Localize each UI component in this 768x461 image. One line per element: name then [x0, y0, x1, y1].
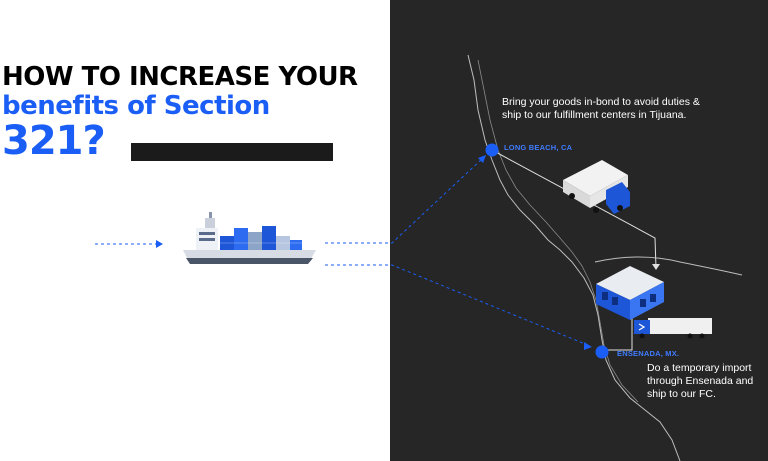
cargo-ship-icon	[183, 212, 316, 264]
long-beach-label: LONG BEACH, CA	[504, 143, 573, 152]
long-beach-pin-icon	[485, 143, 499, 157]
long-beach-description: Bring your goods in-bond to avoid duties…	[502, 96, 700, 121]
ensenada-description: Do a temporary import through Ensenada a…	[647, 362, 754, 400]
dashed-route-long-beach	[325, 157, 484, 244]
headline: HOW TO INCREASE YOUR benefits of Section…	[2, 64, 358, 161]
redaction-bar	[131, 143, 333, 161]
headline-line-3: 321?	[2, 118, 106, 164]
truck-icon-2	[634, 318, 712, 339]
route-ensenada-to-fc	[608, 312, 633, 351]
warehouse-icon	[596, 266, 664, 320]
ensenada-label: ENSENADA, MX.	[617, 349, 680, 358]
dashed-route-ensenada	[325, 264, 591, 347]
route-long-beach-to-fc	[491, 149, 657, 269]
map-panel	[390, 0, 768, 461]
headline-line-1: HOW TO INCREASE YOUR	[2, 62, 358, 92]
border-line	[594, 256, 743, 276]
left-panel	[0, 0, 390, 461]
headline-line-2: benefits of Section	[2, 91, 270, 121]
truck-icon	[563, 160, 630, 214]
ensenada-pin-icon	[595, 345, 609, 359]
